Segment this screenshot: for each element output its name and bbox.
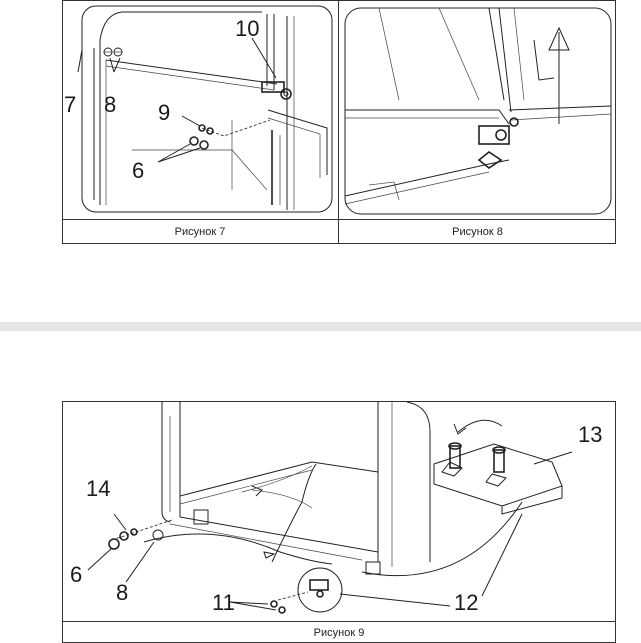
figure-9-illustration: 13 14 6 8 11 12 <box>62 402 616 621</box>
callout-7: 7 <box>64 92 76 117</box>
figure-8-illustration <box>339 0 616 219</box>
figure-8-caption: Рисунок 8 <box>339 220 616 244</box>
callout-11: 11 <box>212 590 235 615</box>
callout-6: 6 <box>132 158 144 183</box>
callout-10: 10 <box>235 16 259 41</box>
figure-7-caption: Рисунок 7 <box>62 220 338 244</box>
callout-8-fig9: 8 <box>116 580 128 605</box>
figure-9-caption: Рисунок 9 <box>62 622 616 643</box>
figure-7-illustration: 10 7 8 9 6 <box>62 0 338 219</box>
callout-8: 8 <box>104 92 116 117</box>
callout-12: 12 <box>454 590 478 615</box>
callout-14: 14 <box>86 476 110 501</box>
callout-13: 13 <box>578 422 602 447</box>
callout-6-fig9: 6 <box>70 562 82 587</box>
callout-9: 9 <box>158 100 170 125</box>
page-separator <box>0 322 641 331</box>
